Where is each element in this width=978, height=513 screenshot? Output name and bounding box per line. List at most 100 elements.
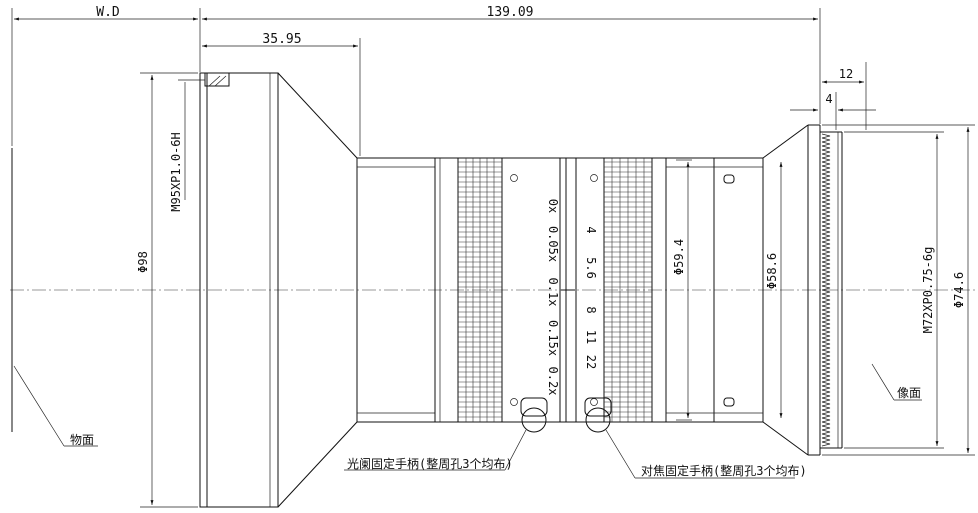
thread-tooth xyxy=(821,173,831,179)
thread-tooth xyxy=(821,189,831,195)
ap-label-0: 4 xyxy=(584,226,598,233)
thread-tooth xyxy=(821,229,831,235)
thread-tooth xyxy=(821,181,831,187)
thread-tooth xyxy=(821,313,831,319)
thread-tooth xyxy=(821,357,831,363)
thread-tooth xyxy=(821,305,831,311)
thread-tooth xyxy=(821,373,831,379)
aperture-lock-screw xyxy=(520,397,548,433)
leader-aperture-screw xyxy=(344,429,527,471)
thread-tooth xyxy=(821,205,831,211)
thread-tooth xyxy=(821,145,831,151)
thread-tooth xyxy=(821,317,831,323)
dim-d586-text: Φ58.6 xyxy=(765,253,779,289)
thread-tooth xyxy=(821,285,831,291)
rear-thread xyxy=(820,131,843,449)
screw-head xyxy=(723,397,735,407)
thread-tooth xyxy=(821,177,831,183)
screw-head xyxy=(723,174,735,184)
thread-tooth xyxy=(821,201,831,207)
dim-12-text: 12 xyxy=(839,67,853,81)
dim-wd-text: W.D xyxy=(96,5,120,20)
label-focus-screw: 对焦固定手柄(整周孔3个均布) xyxy=(641,463,807,478)
thread-tooth xyxy=(821,165,831,171)
thread-tooth xyxy=(821,429,831,435)
mag-label-2: 0.1x xyxy=(546,278,560,307)
dim-diameter-front: Φ98 xyxy=(136,72,198,508)
thread-tooth xyxy=(821,349,831,355)
index-dot xyxy=(590,174,598,182)
thread-tooth xyxy=(821,161,831,167)
dim-front-length: 35.95 xyxy=(202,32,361,156)
ap-label-1: 5.6 xyxy=(584,257,598,279)
focus-lock-screw xyxy=(584,397,612,433)
thread-tooth xyxy=(821,309,831,315)
thread-tooth xyxy=(821,221,831,227)
front-cone xyxy=(277,72,358,508)
thread-tooth xyxy=(821,425,831,431)
dim-total-length-text: 139.09 xyxy=(487,5,534,20)
front-thread-section xyxy=(199,72,279,508)
dim-working-distance: W.D xyxy=(11,5,198,146)
dim-4-text: 4 xyxy=(825,92,832,106)
aperture-scale: 4 5.6 8 11 22 xyxy=(584,226,598,369)
thread-tooth xyxy=(821,261,831,267)
ap-label-4: 22 xyxy=(584,355,598,369)
thread-tooth xyxy=(821,269,831,275)
thread-tooth xyxy=(821,421,831,427)
dim-rear-thread: M72XP0.75-6g xyxy=(844,131,944,449)
thread-tooth xyxy=(821,141,831,147)
thread-tooth xyxy=(821,281,831,287)
dim-flange-12: 12 xyxy=(822,62,867,130)
thread-tooth xyxy=(821,257,831,263)
thread-tooth xyxy=(821,437,831,443)
dim-front-thread-text: M95XP1.0-6H xyxy=(169,132,183,211)
dim-diameter-mid: Φ59.4 xyxy=(672,159,692,421)
thread-tooth xyxy=(821,293,831,299)
thread-tooth xyxy=(821,405,831,411)
index-dot xyxy=(510,398,518,406)
thread-tooth xyxy=(821,273,831,279)
thread-tooth xyxy=(821,333,831,339)
label-image-plane: 像面 xyxy=(897,386,921,400)
leader-image-plane xyxy=(871,363,922,401)
dim-flange-4: 4 xyxy=(790,92,876,130)
dim-diameter-flange: Φ74.6 xyxy=(822,124,975,456)
thread-tooth xyxy=(821,241,831,247)
thread-tooth xyxy=(821,149,831,155)
dim-diameter-rear: Φ58.6 xyxy=(765,162,783,418)
dim-d594-text: Φ59.4 xyxy=(672,239,686,275)
ap-label-2: 8 xyxy=(584,306,598,313)
thread-tooth xyxy=(821,369,831,375)
thread-tooth xyxy=(821,301,831,307)
mag-label-4: 0.2x xyxy=(546,367,560,396)
focus-knurl-cross xyxy=(604,161,652,418)
thread-tooth xyxy=(821,225,831,231)
thread-tooth xyxy=(821,401,831,407)
thread-tooth xyxy=(821,277,831,283)
dim-front-length-text: 35.95 xyxy=(262,32,301,47)
thread-tooth xyxy=(821,153,831,159)
thread-tooth xyxy=(821,321,831,327)
thread-tooth xyxy=(821,329,831,335)
thread-tooth xyxy=(821,381,831,387)
thread-tooth xyxy=(821,265,831,271)
index-dot xyxy=(590,398,598,406)
thread-tooth xyxy=(821,193,831,199)
leader-focus-screw xyxy=(605,429,795,479)
mag-label-1: 0.05x xyxy=(546,226,560,262)
dim-d98-text: Φ98 xyxy=(136,251,150,273)
thread-tooth xyxy=(821,209,831,215)
thread-tooth xyxy=(821,245,831,251)
rear-cone xyxy=(762,124,821,456)
rear-thread-teeth xyxy=(821,133,831,447)
thread-tooth xyxy=(821,185,831,191)
thread-tooth xyxy=(821,233,831,239)
thread-tooth xyxy=(821,297,831,303)
thread-tooth xyxy=(821,433,831,439)
aperture-knurl-cross xyxy=(458,161,502,418)
thread-tooth xyxy=(821,377,831,383)
thread-tooth xyxy=(821,133,831,139)
thread-tooth xyxy=(821,413,831,419)
dim-total-length: 139.09 xyxy=(199,5,821,124)
